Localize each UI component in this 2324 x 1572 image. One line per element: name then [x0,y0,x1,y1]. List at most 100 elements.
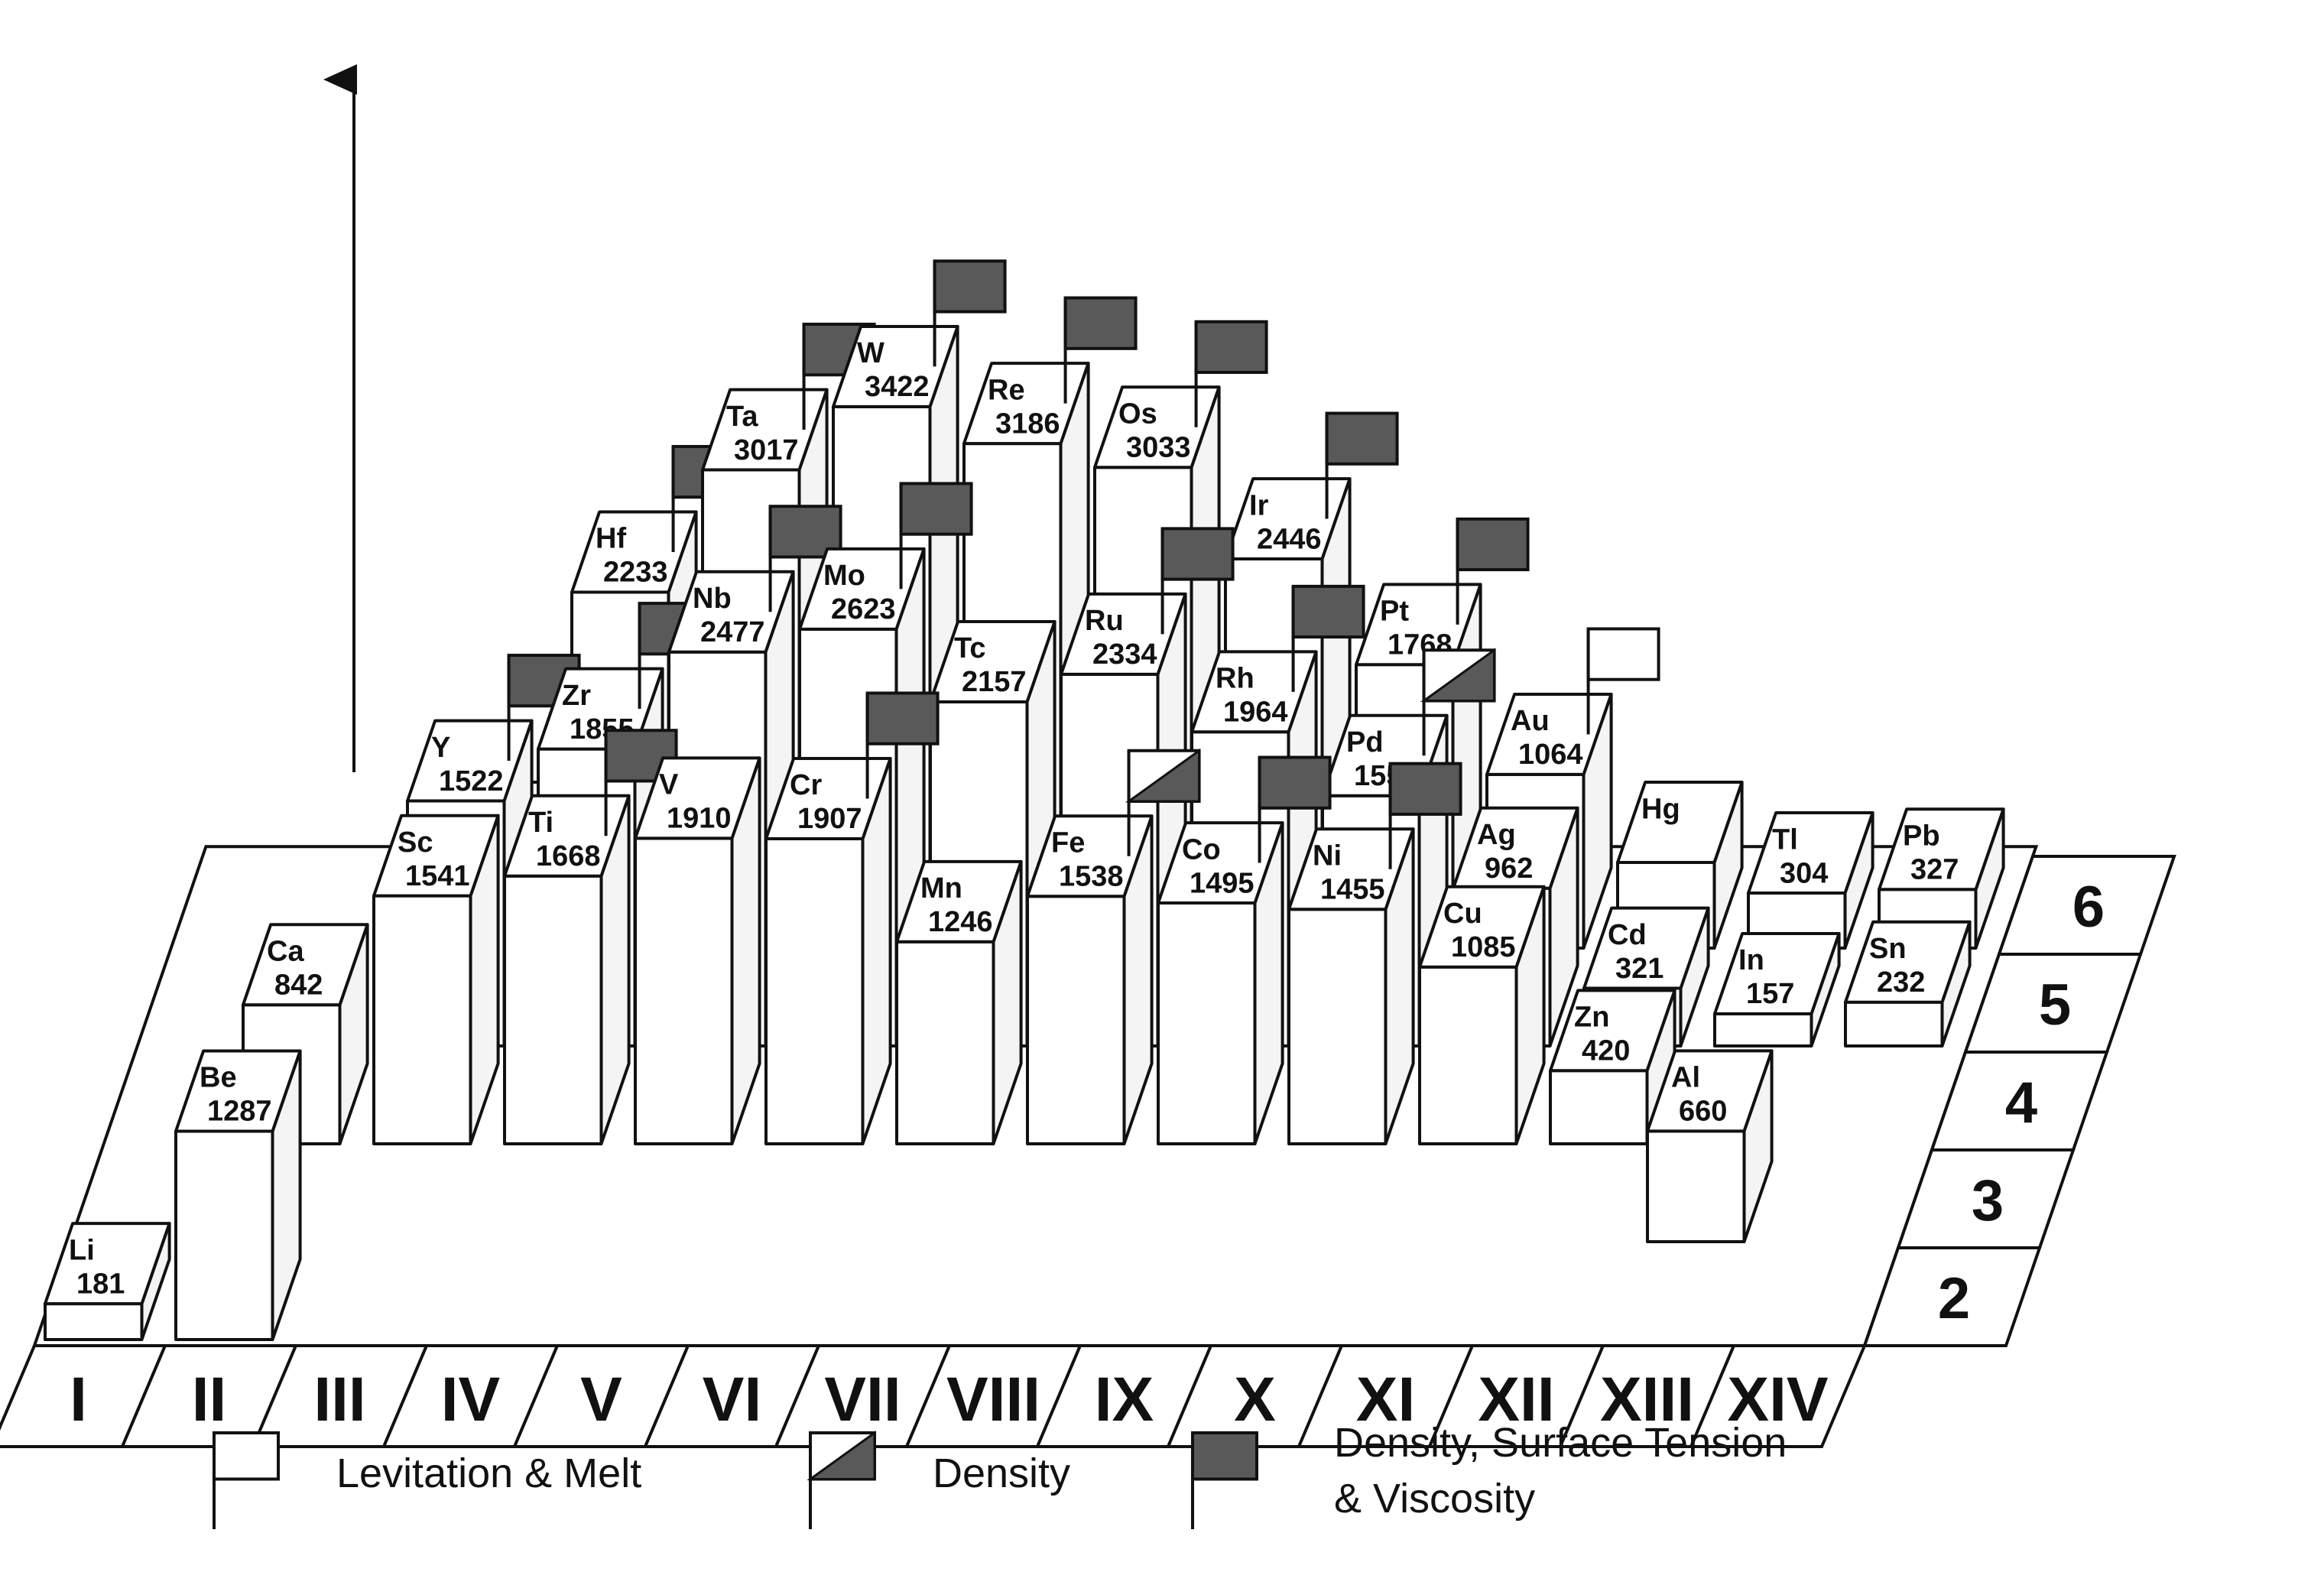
group-label: I [70,1365,87,1434]
group-label: VIII [946,1365,1040,1434]
period-cell: 5 [1963,953,2143,1054]
element-symbol: W [857,337,884,369]
flag-full-icon [1325,411,1399,519]
element-melting-point: 2623 [831,593,896,625]
element-melting-point: 304 [1780,857,1828,889]
column-top-face [798,547,926,631]
element-melting-point: 1064 [1518,739,1583,771]
element-melting-point: 2157 [962,666,1027,698]
group-cell: XII [1427,1344,1606,1448]
column-front-face [1287,908,1388,1145]
element-melting-point: 3033 [1126,432,1191,464]
group-label: XIII [1600,1365,1694,1434]
element-symbol: Hg [1641,793,1680,825]
column-front-face [1844,1000,1944,1047]
column-front-face [634,836,734,1145]
legend: Levitation & Melt Density Density, Surface… [213,1420,1787,1529]
element-symbol: Ag [1477,819,1516,851]
column-top-face [1157,821,1284,905]
column-front-face [895,940,995,1145]
period-cell-outline [1997,855,2176,956]
group-label: IX [1095,1365,1154,1434]
element-symbol: Nb [693,583,732,615]
flag-full-icon [1388,762,1462,869]
group-cell: I [0,1344,168,1448]
column-top-face [1844,920,1972,1004]
element-melting-point: 2233 [603,557,668,589]
flag-full-icon [1160,527,1235,635]
period-cell: 3 [1896,1148,2076,1249]
element-symbol: Au [1511,705,1550,737]
element-symbol: Pd [1346,726,1384,758]
flag-full-icon [899,482,973,590]
element-melting-point: 1495 [1190,867,1255,899]
group-cell: XIII [1557,1344,1737,1448]
element-melting-point: 2477 [700,616,765,648]
flag-light-icon [1586,627,1660,735]
period-cell: 4 [1930,1051,2109,1151]
flag-light-icon [213,1431,280,1529]
group-label: IV [441,1365,501,1434]
group-label: XI [1356,1365,1415,1434]
element-melting-point: 1910 [667,803,732,835]
element-symbol: Rh [1216,663,1255,695]
period-cell: 6 [1997,855,2176,956]
element-symbol: Sn [1869,933,1907,965]
element-symbol: Co [1182,833,1221,866]
column-top-face [1093,385,1221,469]
column-top-face [634,756,761,840]
legend-label: Density, Surface Tension [1334,1420,1787,1466]
element-symbol: Y [431,732,450,764]
column-front-face [1549,1069,1649,1145]
period-label: 3 [1972,1168,2004,1233]
flag-full-icon [1456,517,1530,625]
element-symbol: Os [1118,398,1157,430]
element-melting-point: 157 [1746,978,1794,1010]
period-label: 6 [2072,875,2105,940]
element-symbol: Cr [790,769,822,801]
group-cell: IX [1034,1344,1214,1448]
legend-item: Levitation & Melt [213,1431,641,1529]
element-symbol: Hf [596,523,626,555]
column-front-face [174,1129,274,1341]
element-melting-point: 1246 [928,906,993,938]
group-cell: II [119,1344,299,1448]
element-columns-layer: LaHf2233Ta3017W3422Re3186Os3033Ir2446Pt1… [44,259,2005,1341]
group-label: XIV [1727,1365,1828,1434]
element-symbol: Pb [1903,820,1940,853]
element-melting-point: 1907 [797,803,862,835]
legend-label: Density [933,1450,1070,1496]
column-top-face [1287,827,1415,911]
element-symbol: Mn [920,872,962,905]
group-label: III [313,1365,365,1434]
period-label: 5 [2039,973,2071,1038]
element-symbol: Ir [1249,489,1269,521]
element-symbol: Re [988,374,1025,406]
column-front-face [1026,895,1126,1145]
element-symbol: Pt [1380,596,1409,628]
element-symbol: V [659,769,679,801]
element-melting-point: 1522 [439,765,504,797]
flag-full-icon [1063,296,1138,404]
element-symbol: Ru [1085,605,1124,637]
legend-item: Density, Surface Tension& Viscosity [1191,1420,1787,1529]
column-top-face [1713,932,1841,1015]
column-top-face [372,814,500,898]
column-top-face [1355,583,1482,667]
column-top-face [1418,885,1546,969]
element-symbol: Al [1671,1062,1700,1094]
flag-half-icon [1125,748,1201,856]
column-top-face [962,362,1090,446]
group-label: XII [1478,1365,1554,1434]
column-top-face [895,859,1023,944]
element-melting-point: 181 [76,1268,125,1300]
element-symbol: Li [69,1234,95,1266]
